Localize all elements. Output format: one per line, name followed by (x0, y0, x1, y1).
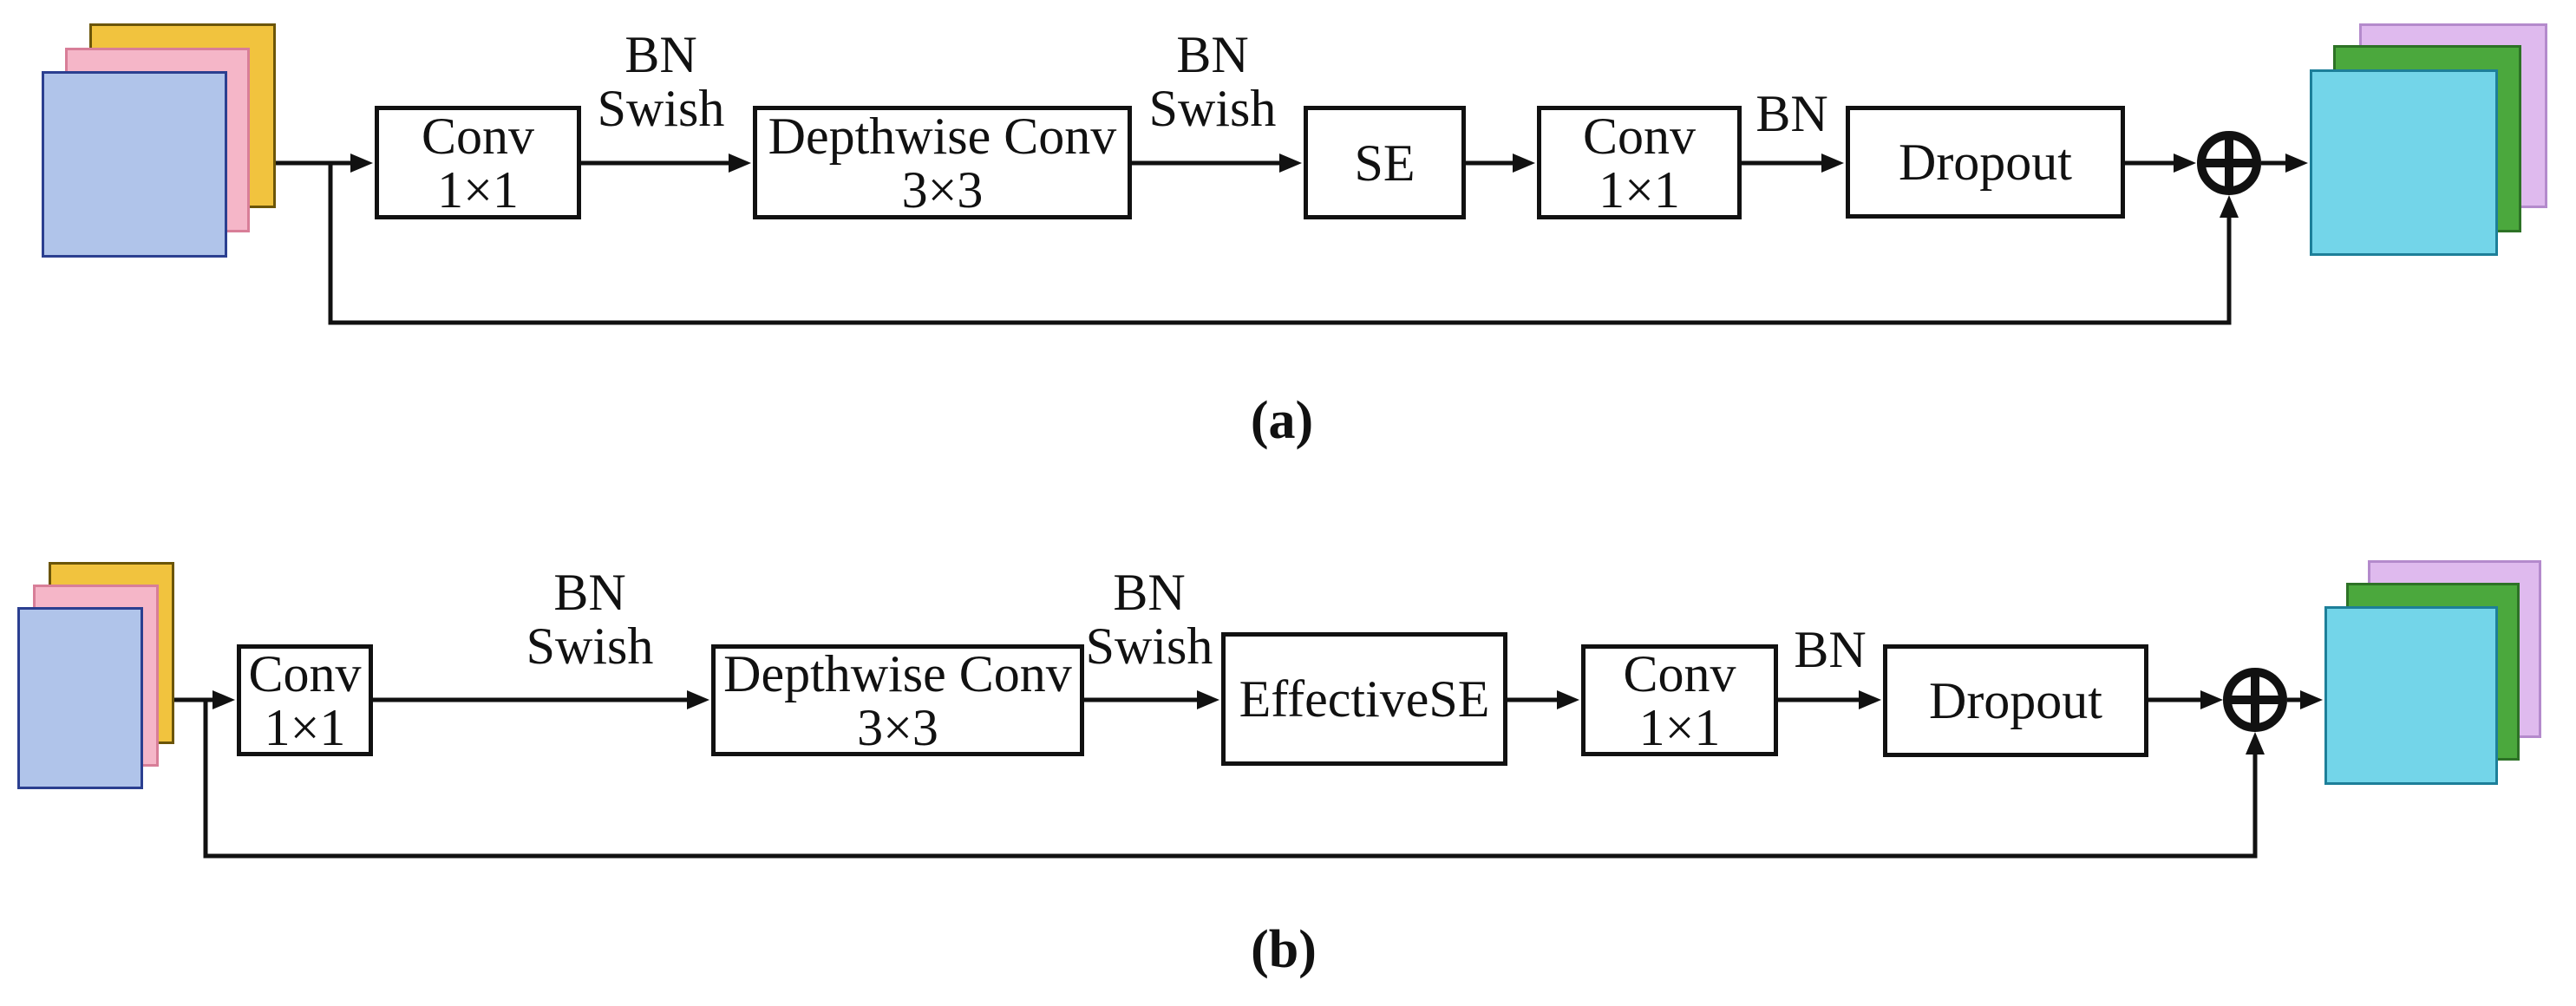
output-feature-map-front (2310, 69, 2498, 256)
dropout-block: Dropout (1883, 644, 2148, 757)
add-icon (2223, 668, 2287, 732)
input-feature-map-front (42, 71, 227, 258)
conv1-block: Conv 1×1 (237, 644, 373, 756)
arrowhead-icon (2200, 690, 2223, 709)
caption-b: (b) (1251, 920, 1317, 979)
skip-connection (203, 700, 2258, 859)
arrowhead-icon (2246, 732, 2265, 754)
diagram-b-wires (137, 668, 2323, 859)
arrowhead-icon (2300, 690, 2323, 709)
arrowhead-icon (212, 690, 235, 709)
arrowhead-icon (1859, 690, 1881, 709)
arrowhead-icon (1557, 690, 1579, 709)
effective-se-block: EffectiveSE (1221, 632, 1507, 766)
arrowhead-icon (1197, 690, 1219, 709)
arrowhead-icon (1279, 154, 1302, 173)
depthwise-conv-block: Depthwise Conv 3×3 (753, 106, 1132, 219)
add-icon (2197, 131, 2261, 195)
caption-a: (a) (1250, 391, 1314, 450)
skip-connection (328, 163, 2232, 325)
se-block: SE (1304, 106, 1466, 219)
conv2-block: Conv 1×1 (1581, 644, 1778, 756)
arrowhead-icon (2220, 195, 2239, 218)
diagram-a-wires (224, 131, 2308, 325)
arrowhead-icon (350, 154, 373, 173)
bn-swish-label: BN Swish (1085, 564, 1213, 675)
arrowhead-icon (2285, 154, 2308, 173)
arrowhead-icon (687, 690, 709, 709)
arrowhead-icon (729, 154, 751, 173)
arrowhead-icon (2174, 154, 2196, 173)
output-feature-map-front (2324, 606, 2498, 785)
arrowhead-icon (1821, 154, 1844, 173)
bn-swish-label: BN Swish (1148, 26, 1277, 137)
bn-label: BN (1755, 85, 1828, 142)
bn-swish-label: BN Swish (526, 564, 654, 675)
dropout-block: Dropout (1846, 106, 2125, 219)
arrowhead-icon (1513, 154, 1535, 173)
bn-swish-label: BN Swish (597, 26, 725, 137)
conv2-block: Conv 1×1 (1537, 106, 1742, 219)
input-feature-map-front (17, 607, 143, 789)
conv1-block: Conv 1×1 (375, 106, 581, 219)
bn-label: BN (1794, 621, 1867, 678)
depthwise-conv-block: Depthwise Conv 3×3 (711, 644, 1084, 756)
